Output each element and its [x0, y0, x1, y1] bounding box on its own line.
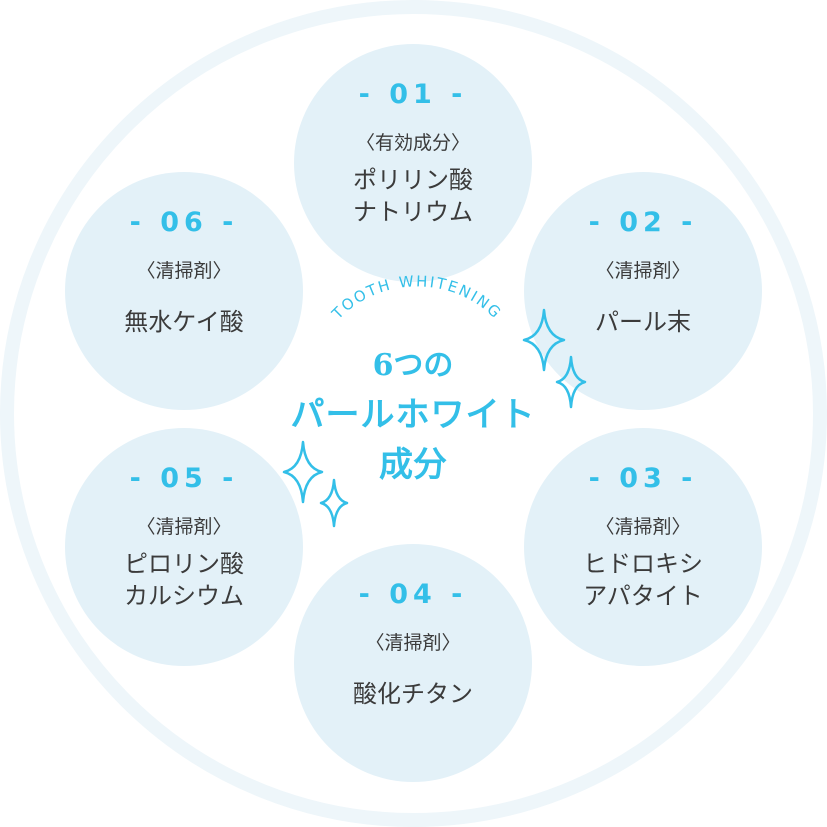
- ingredient-number: - 06 -: [129, 207, 239, 238]
- sparkle-icon: [522, 308, 566, 372]
- ingredient-circle-03[interactable]: - 03 - 〈清掃剤〉 ヒドロキシ アパタイト: [524, 428, 762, 666]
- ingredient-category: 〈清掃剤〉: [136, 516, 232, 538]
- ingredient-number: - 03 -: [588, 463, 698, 494]
- ingredient-circle-04[interactable]: - 04 - 〈清掃剤〉 酸化チタン: [294, 544, 532, 782]
- ingredient-circle-05[interactable]: - 05 - 〈清掃剤〉 ピロリン酸 カルシウム: [65, 428, 303, 666]
- sparkle-icon: [555, 355, 587, 409]
- ingredient-name: 酸化チタン: [353, 680, 473, 708]
- ingredient-circle-01[interactable]: - 01 - 〈有効成分〉 ポリリン酸 ナトリウム: [294, 44, 532, 282]
- ingredient-category: 〈清掃剤〉: [136, 260, 232, 282]
- sparkle-icon: [282, 440, 324, 504]
- ingredient-name: ポリリン酸 ナトリウム: [353, 166, 473, 226]
- ingredient-category: 〈有効成分〉: [355, 132, 470, 154]
- ingredient-name: 無水ケイ酸: [124, 308, 244, 336]
- ingredient-category: 〈清掃剤〉: [595, 516, 691, 538]
- ingredient-circle-02[interactable]: - 02 - 〈清掃剤〉 パール末: [524, 172, 762, 410]
- sparkle-icon: [319, 478, 349, 528]
- center-title-line1: 6つの: [372, 348, 454, 383]
- center-title-line2: パールホワイト: [290, 395, 536, 435]
- ingredient-name: ヒドロキシ アパタイト: [583, 550, 703, 610]
- ingredient-name: ピロリン酸 カルシウム: [124, 550, 244, 610]
- center-title: 6つの パールホワイト 成分: [273, 342, 553, 490]
- ingredient-number: - 04 -: [358, 579, 468, 610]
- ingredient-circle-06[interactable]: - 06 - 〈清掃剤〉 無水ケイ酸: [65, 172, 303, 410]
- ingredient-name: パール末: [595, 308, 691, 336]
- center-title-line3: 成分: [379, 445, 447, 485]
- ingredient-number: - 02 -: [588, 207, 698, 238]
- ingredient-number: - 01 -: [358, 79, 468, 110]
- ingredient-category: 〈清掃剤〉: [595, 260, 691, 282]
- ingredient-category: 〈清掃剤〉: [365, 632, 461, 654]
- ingredient-number: - 05 -: [129, 463, 239, 494]
